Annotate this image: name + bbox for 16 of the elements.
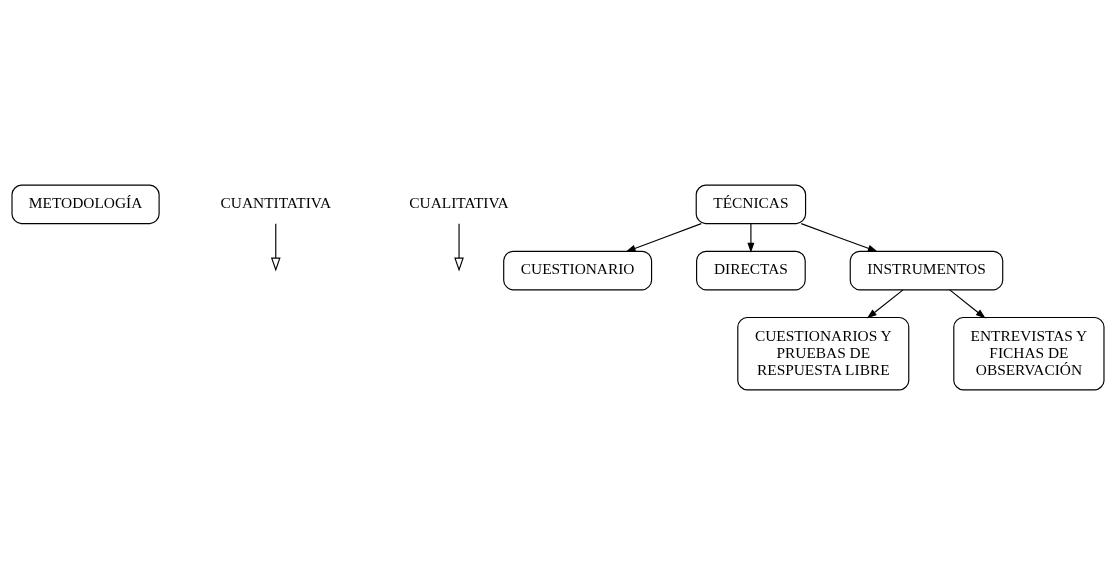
arrow <box>866 288 904 319</box>
node-text: CUALITATIVA <box>409 193 509 211</box>
arrow <box>625 222 702 252</box>
node-box: INSTRUMENTOS <box>849 250 1004 290</box>
node-box: CUESTIONARIOS Y PRUEBAS DE RESPUESTA LIBRE <box>737 316 910 390</box>
node-box: TÉCNICAS <box>695 184 807 224</box>
arrow <box>949 288 986 319</box>
node-text: CUANTITATIVA <box>220 193 332 211</box>
arrow <box>747 222 755 253</box>
node-box: CUESTIONARIO <box>503 250 653 290</box>
arrow <box>800 222 878 252</box>
node-box: METODOLOGÍA <box>11 184 160 224</box>
arrow <box>454 222 464 271</box>
node-box: DIRECTAS <box>696 250 806 290</box>
arrow <box>270 222 281 271</box>
node-box: ENTREVISTAS Y FICHAS DE OBSERVACIÓN <box>953 316 1105 390</box>
